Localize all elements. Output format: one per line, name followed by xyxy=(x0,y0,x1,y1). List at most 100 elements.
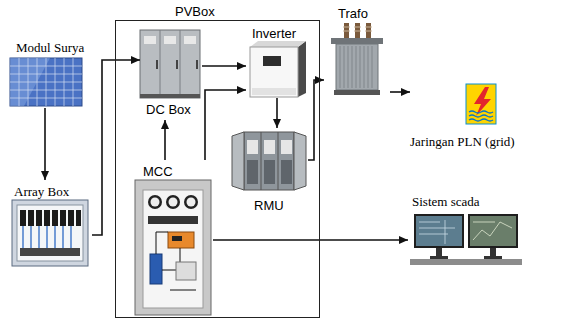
node-label: Sistem scada xyxy=(412,194,480,209)
screen xyxy=(416,216,462,246)
rmu-panel: RMU xyxy=(230,128,308,214)
inverter-top xyxy=(250,41,306,47)
dc-box: DC Box xyxy=(140,30,202,120)
rmu-device xyxy=(247,140,258,154)
node-label: Array Box xyxy=(14,184,69,199)
pv-box-group: PVBox DC Box InverterRMU MCC xyxy=(115,2,320,318)
window xyxy=(144,36,156,44)
grid-connection: Jaringan PLN (grid) xyxy=(410,80,532,149)
flow-arrow xyxy=(213,239,408,241)
handle xyxy=(196,60,198,69)
window xyxy=(184,36,196,44)
rmu-device xyxy=(264,140,275,154)
door-seams xyxy=(160,30,180,98)
inverter-base xyxy=(252,88,296,95)
battery xyxy=(150,254,162,284)
node-label: Trafo xyxy=(338,6,368,21)
din-rail xyxy=(148,216,198,224)
rmu-interior xyxy=(281,160,292,184)
rmu-interior xyxy=(264,160,275,184)
breaker xyxy=(60,210,66,226)
screen-content xyxy=(473,222,512,240)
rmu-door xyxy=(232,132,244,190)
monitor xyxy=(468,214,518,248)
dc-cabinet xyxy=(140,30,200,98)
array-box-picture xyxy=(12,200,88,266)
window xyxy=(164,36,176,44)
rmu-door xyxy=(294,132,306,190)
flow-arrow xyxy=(164,120,166,160)
desk xyxy=(410,259,522,265)
logo-waves xyxy=(469,111,493,121)
breaker xyxy=(44,210,50,226)
flow-arrow xyxy=(276,98,278,128)
mcc-plate xyxy=(143,190,203,308)
meter-face xyxy=(151,198,160,207)
inverter: Inverter xyxy=(246,24,308,98)
controller-screen xyxy=(172,236,182,241)
stand-base xyxy=(484,256,502,259)
plinth xyxy=(140,94,200,98)
node-label: MCC xyxy=(143,164,173,179)
mcc-enclosure xyxy=(135,180,211,315)
rmu-device xyxy=(281,140,292,154)
node-label: DC Box xyxy=(146,102,191,117)
terminal-strip xyxy=(20,248,80,256)
stand xyxy=(490,248,496,256)
bushing-rings xyxy=(343,27,372,31)
breaker xyxy=(68,210,74,226)
mcc-panel: MCC xyxy=(133,160,213,316)
flow-arrow xyxy=(202,65,246,67)
node-label: RMU xyxy=(254,198,284,213)
array-box: Array Box xyxy=(8,180,92,268)
trafo-picture xyxy=(331,23,383,95)
meter xyxy=(166,195,180,209)
inverter-display xyxy=(263,56,281,66)
rmu-interior xyxy=(247,160,258,184)
stand xyxy=(436,248,442,256)
rmu-dividers xyxy=(261,132,278,190)
breaker xyxy=(20,210,26,226)
flow-arrow xyxy=(205,90,246,160)
transformer: Trafo xyxy=(324,2,390,98)
screen-content xyxy=(419,220,455,244)
wires xyxy=(23,226,71,248)
solar-panel xyxy=(10,58,82,106)
rmu-picture xyxy=(232,132,306,190)
node-label: PVBox xyxy=(175,4,215,19)
stand-base xyxy=(430,256,448,259)
node-label: Inverter xyxy=(252,26,296,41)
meter-face xyxy=(187,198,196,207)
inverter-front xyxy=(250,47,298,97)
trafo-cover xyxy=(331,38,383,44)
node-label: Modul Surya xyxy=(16,40,84,55)
breaker xyxy=(76,210,81,226)
meter-face xyxy=(169,198,178,207)
mcc-picture xyxy=(135,180,211,315)
meter xyxy=(148,195,162,209)
flow-arrow xyxy=(308,80,324,160)
cell-grid xyxy=(10,58,82,106)
inverter-side xyxy=(298,41,306,97)
breaker xyxy=(52,210,58,226)
scada-system: Sistem scada xyxy=(408,190,524,270)
array-plate xyxy=(17,205,83,261)
array-enclosure xyxy=(12,200,88,266)
breaker-row xyxy=(20,210,81,226)
handle xyxy=(156,60,158,69)
terminal-block xyxy=(176,262,196,280)
meter xyxy=(184,195,198,209)
flow-arrow xyxy=(390,91,410,93)
scada-picture xyxy=(410,214,522,265)
inverter-picture xyxy=(250,41,306,97)
logo-ground xyxy=(466,84,496,124)
trafo-base xyxy=(334,90,380,95)
handle xyxy=(176,60,178,69)
pln-logo xyxy=(466,84,496,124)
monitor xyxy=(414,214,464,248)
cooling-fins xyxy=(340,46,372,88)
node-label: Jaringan PLN (grid) xyxy=(410,134,515,149)
